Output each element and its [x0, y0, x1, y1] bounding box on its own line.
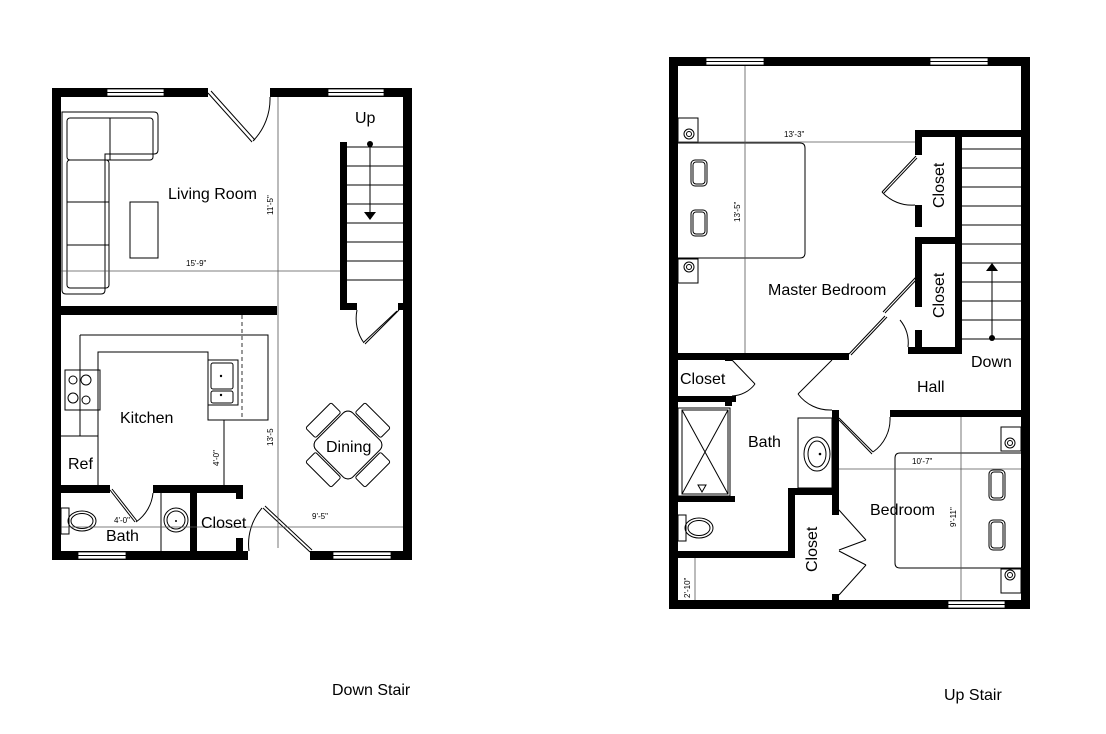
dining-table — [305, 402, 391, 488]
room-label-ref: Ref — [68, 456, 93, 473]
down-stair-plan: 15'-9" 11'-5" Living Room Up Kit — [52, 88, 412, 560]
dimension-label: 4'-0" — [114, 516, 130, 525]
caption-up-stair: Up Stair — [944, 687, 1002, 704]
room-label-living-room: Living Room — [168, 186, 257, 203]
staircase-down — [962, 148, 1021, 341]
coffee-table — [129, 201, 159, 259]
back-door — [262, 507, 311, 553]
bath-sink — [163, 507, 189, 533]
dimension-label: 13'-5 — [266, 428, 275, 446]
up-stair-plan: Closet Closet Down 13'-3" 13'-5" Master … — [669, 57, 1030, 609]
master-bed — [677, 117, 806, 284]
room-label-kitchen: Kitchen — [120, 410, 173, 427]
dimension-label: 13'-3" — [784, 130, 805, 139]
room-label-hall: Hall — [917, 379, 945, 396]
bath-sink — [797, 417, 833, 489]
toilet — [677, 514, 714, 542]
dimension-label: 9'-11" — [949, 507, 958, 527]
room-label-bath: Bath — [748, 434, 781, 451]
stair-label-down: Down — [971, 354, 1012, 371]
room-label-bath: Bath — [106, 528, 139, 545]
arrow-down-icon — [364, 212, 376, 220]
staircase-up — [347, 141, 403, 281]
kitchen-sink — [207, 359, 239, 406]
room-label-bedroom: Bedroom — [870, 502, 935, 519]
room-label-closet-2: Closet — [931, 272, 948, 318]
dimension-label: 2'-10" — [683, 577, 692, 598]
sectional-sofa — [61, 111, 159, 295]
toilet — [60, 507, 97, 535]
caption-down-stair: Down Stair — [332, 682, 411, 699]
stove — [64, 369, 101, 411]
room-label-closet: Closet — [201, 515, 247, 532]
stair-label-up: Up — [355, 110, 376, 127]
dimension-label: 9'-5" — [312, 512, 328, 521]
room-label-closet-1: Closet — [931, 162, 948, 208]
dimension-label: 13'-5" — [733, 201, 742, 222]
room-label-dining: Dining — [326, 439, 371, 456]
dimension-label: 11'-5" — [266, 195, 275, 215]
kitchen-counter — [61, 315, 269, 485]
dimension-label: 4'-0" — [212, 450, 221, 466]
shower — [677, 407, 731, 497]
arrow-up-icon — [986, 263, 998, 271]
bedroom-bed — [894, 426, 1022, 594]
dimension-label: 10'-7" — [912, 457, 933, 466]
dimension-label: 15'-9" — [186, 259, 207, 268]
room-label-master-bedroom: Master Bedroom — [768, 282, 886, 299]
room-label-closet-3: Closet — [680, 371, 726, 388]
room-label-closet-4: Closet — [804, 526, 821, 572]
entry-door — [207, 92, 253, 143]
